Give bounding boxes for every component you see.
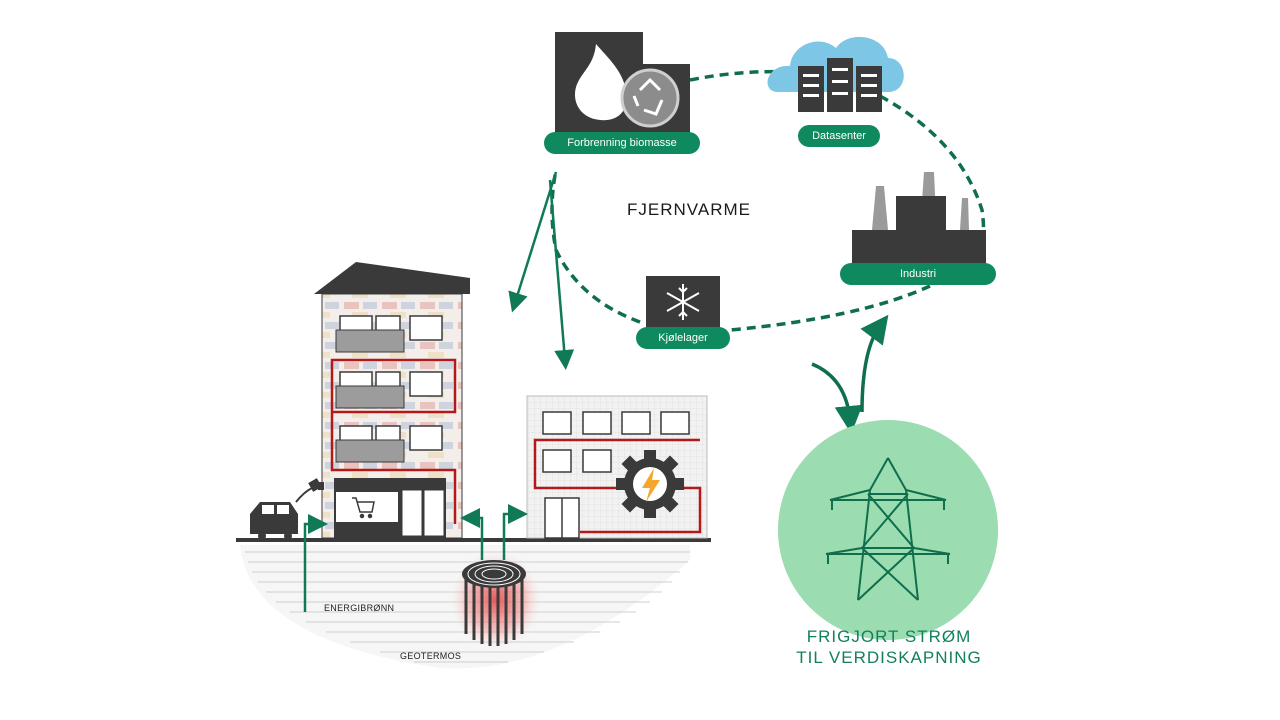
freed-power-line2: TIL VERDISKAPNING [796, 648, 982, 667]
energy-well [303, 514, 328, 612]
freed-power-badge [778, 420, 998, 640]
cold-storage-icon-group [646, 276, 720, 328]
server-rack-icon [798, 58, 882, 112]
car-icon [250, 502, 298, 540]
snowflake-icon [666, 284, 700, 320]
office-building [526, 395, 708, 539]
factory-icon [852, 172, 986, 264]
diagram-title: FJERNVARME [627, 200, 751, 219]
datacenter-label: Datasenter [798, 125, 880, 147]
power-pylon-icon [825, 457, 951, 601]
charger-plug-icon [295, 478, 324, 503]
freed-power-caption: FRIGJORT STRØM TIL VERDISKAPNING [760, 626, 1018, 668]
energy-well-label: ENERGIBRØNN [324, 603, 395, 613]
power-arrows [811, 314, 889, 434]
recycle-icon [620, 68, 680, 128]
apartment-building [314, 262, 470, 539]
freed-power-line1: FRIGJORT STRØM [806, 627, 972, 646]
cart-icon [352, 497, 375, 519]
geothermal-storage [448, 504, 544, 652]
supply-arrows [508, 171, 575, 370]
flame-icon [574, 44, 627, 121]
industry-label: Industri [840, 263, 996, 285]
gear-bolt-icon [616, 450, 684, 518]
biomass-icon-group [555, 32, 690, 138]
datacenter-icon-group [767, 36, 904, 112]
cold-storage-label: Kjølelager [636, 327, 730, 349]
geothermal-label: GEOTERMOS [400, 651, 462, 661]
biomass-label: Forbrenning biomasse [544, 132, 700, 154]
